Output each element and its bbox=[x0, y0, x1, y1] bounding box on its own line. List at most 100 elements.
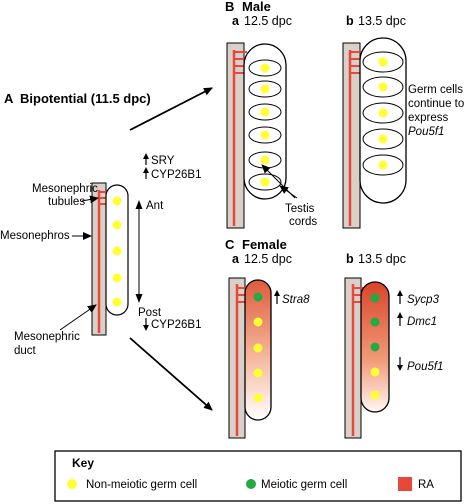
non-meiotic-germ-cell bbox=[370, 390, 380, 400]
panel-a-title: Bipotential (11.5 dpc) bbox=[20, 91, 151, 106]
non-meiotic-germ-cell bbox=[370, 367, 380, 377]
meiotic-germ-cell bbox=[253, 292, 263, 302]
label-mesonephric-duct-2: duct bbox=[14, 345, 37, 357]
panel-b-title: Male bbox=[242, 0, 271, 14]
germ-cells-cb bbox=[370, 293, 380, 400]
label-ant: Ant bbox=[146, 200, 164, 212]
mesonephric-tubules bbox=[234, 51, 247, 74]
key-ra-label: RA bbox=[418, 479, 434, 491]
meiotic-germ-cell bbox=[370, 293, 380, 303]
arrow-to-female bbox=[129, 337, 213, 411]
panel-c-letter: C bbox=[225, 237, 235, 252]
germ-text-2: continue to bbox=[408, 98, 464, 110]
axis-head-ant bbox=[135, 200, 143, 209]
panel-c-title: Female bbox=[242, 237, 287, 252]
non-meiotic-germ-cell bbox=[112, 297, 122, 307]
panel-c: C Female a 12.5 dpc b 13.5 dpc Stra8 bbox=[225, 237, 443, 439]
key-title: Key bbox=[72, 456, 94, 470]
meiotic-germ-cell bbox=[370, 317, 380, 327]
up-arrow-cyp-head bbox=[143, 167, 149, 173]
key-ra-swatch bbox=[398, 477, 412, 491]
non-meiotic-germ-cell bbox=[378, 108, 388, 118]
key-box: Key Non-meiotic germ cell Meiotic germ c… bbox=[54, 450, 462, 502]
panel-b-sub-a-letter: a bbox=[232, 14, 240, 28]
down-arrow-pou5f1-head bbox=[397, 365, 403, 371]
key-meiotic-swatch bbox=[246, 479, 256, 489]
up-arrow-sry-head bbox=[143, 153, 149, 159]
non-meiotic-germ-cell bbox=[253, 368, 263, 378]
label-testis-cords-1: Testis bbox=[285, 203, 315, 215]
non-meiotic-germ-cell bbox=[112, 273, 122, 283]
panel-b-sub-b-stage: 13.5 dpc bbox=[358, 14, 406, 28]
non-meiotic-germ-cell bbox=[253, 343, 263, 353]
female-gonad-12-5: Stra8 bbox=[228, 277, 310, 439]
non-meiotic-germ-cell bbox=[253, 317, 263, 327]
germ-cells-ca bbox=[253, 292, 263, 403]
panel-c-sub-a-letter: a bbox=[232, 252, 240, 266]
arrow-to-male bbox=[129, 87, 213, 131]
panel-a: A Bipotential (11.5 dpc) Mesonephric tub… bbox=[0, 87, 213, 411]
pointer-duct bbox=[59, 304, 97, 331]
non-meiotic-germ-cell bbox=[260, 63, 270, 73]
non-meiotic-germ-cell bbox=[378, 57, 388, 67]
mesonephros bbox=[226, 42, 245, 229]
panel-c-sub-a-stage: 12.5 dpc bbox=[244, 252, 292, 266]
label-pou5f1: Pou5f1 bbox=[407, 361, 443, 373]
key-meiotic-label: Meiotic germ cell bbox=[261, 479, 347, 491]
germ-cells-bb bbox=[378, 57, 388, 170]
up-arrow-sycp3-head bbox=[397, 290, 403, 296]
label-cyp26b1-down: CYP26B1 bbox=[151, 319, 202, 331]
non-meiotic-germ-cell bbox=[112, 196, 122, 206]
non-meiotic-germ-cell bbox=[378, 134, 388, 144]
non-meiotic-germ-cell bbox=[260, 130, 270, 140]
label-sry: SRY bbox=[151, 155, 175, 167]
panel-c-sub-b-letter: b bbox=[346, 252, 354, 266]
label-post: Post bbox=[138, 307, 162, 319]
non-meiotic-germ-cell bbox=[260, 155, 270, 165]
non-meiotic-germ-cell bbox=[112, 246, 122, 256]
non-meiotic-germ-cell bbox=[378, 82, 388, 92]
panel-a-letter: A bbox=[4, 91, 14, 106]
panel-b-sub-a-stage: 12.5 dpc bbox=[244, 14, 292, 28]
key-non-meiotic-swatch bbox=[67, 479, 77, 489]
non-meiotic-germ-cell bbox=[253, 393, 263, 403]
label-sycp3: Sycp3 bbox=[407, 294, 440, 306]
panel-b-letter: B bbox=[225, 0, 234, 14]
label-dmc1: Dmc1 bbox=[407, 316, 437, 328]
label-stra8: Stra8 bbox=[282, 294, 310, 306]
panel-c-sub-b-stage: 13.5 dpc bbox=[358, 252, 406, 266]
up-arrow-stra8-head bbox=[274, 290, 280, 296]
non-meiotic-germ-cell bbox=[112, 220, 122, 230]
germ-text-3: express bbox=[408, 112, 449, 124]
non-meiotic-germ-cell bbox=[260, 84, 270, 94]
male-gonad-13-5: Germ cells continue to express Pou5f1 bbox=[342, 37, 464, 229]
male-gonad-12-5: Testis cords bbox=[226, 42, 317, 229]
up-arrow-dmc1-head bbox=[397, 312, 403, 318]
female-gonad-13-5: Sycp3 Dmc1 Pou5f1 bbox=[344, 277, 443, 439]
germ-gene-pou5f1: Pou5f1 bbox=[408, 126, 444, 138]
label-mesonephric-tubules-1: Mesonephric bbox=[32, 183, 98, 195]
pointer-tubules bbox=[81, 195, 99, 204]
meiotic-germ-cell bbox=[370, 342, 380, 352]
label-testis-cords-2: cords bbox=[289, 216, 317, 228]
mesonephros bbox=[342, 42, 361, 229]
non-meiotic-germ-cell bbox=[260, 177, 270, 187]
panel-b: B Male a 12.5 dpc b 13.5 dpc bbox=[225, 0, 464, 229]
pointer-testis-cord bbox=[279, 185, 298, 199]
germ-text-1: Germ cells bbox=[408, 84, 463, 96]
key-non-meiotic-label: Non-meiotic germ cell bbox=[86, 479, 197, 491]
label-cyp26b1-up: CYP26B1 bbox=[151, 169, 202, 181]
label-mesonephros: Mesonephros bbox=[0, 230, 70, 242]
non-meiotic-germ-cell bbox=[260, 107, 270, 117]
germ-cells-a bbox=[112, 196, 122, 307]
key-frame bbox=[54, 450, 462, 502]
label-mesonephric-duct-1: Mesonephric bbox=[14, 331, 80, 343]
non-meiotic-germ-cell bbox=[378, 160, 388, 170]
label-mesonephric-tubules-2: tubules bbox=[48, 196, 85, 208]
axis-head-post bbox=[135, 294, 143, 303]
panel-b-sub-b-letter: b bbox=[346, 14, 354, 28]
mesonephric-tubules bbox=[350, 51, 362, 74]
germ-cells-ba bbox=[260, 63, 270, 187]
down-arrow-cyp-head bbox=[143, 325, 149, 331]
